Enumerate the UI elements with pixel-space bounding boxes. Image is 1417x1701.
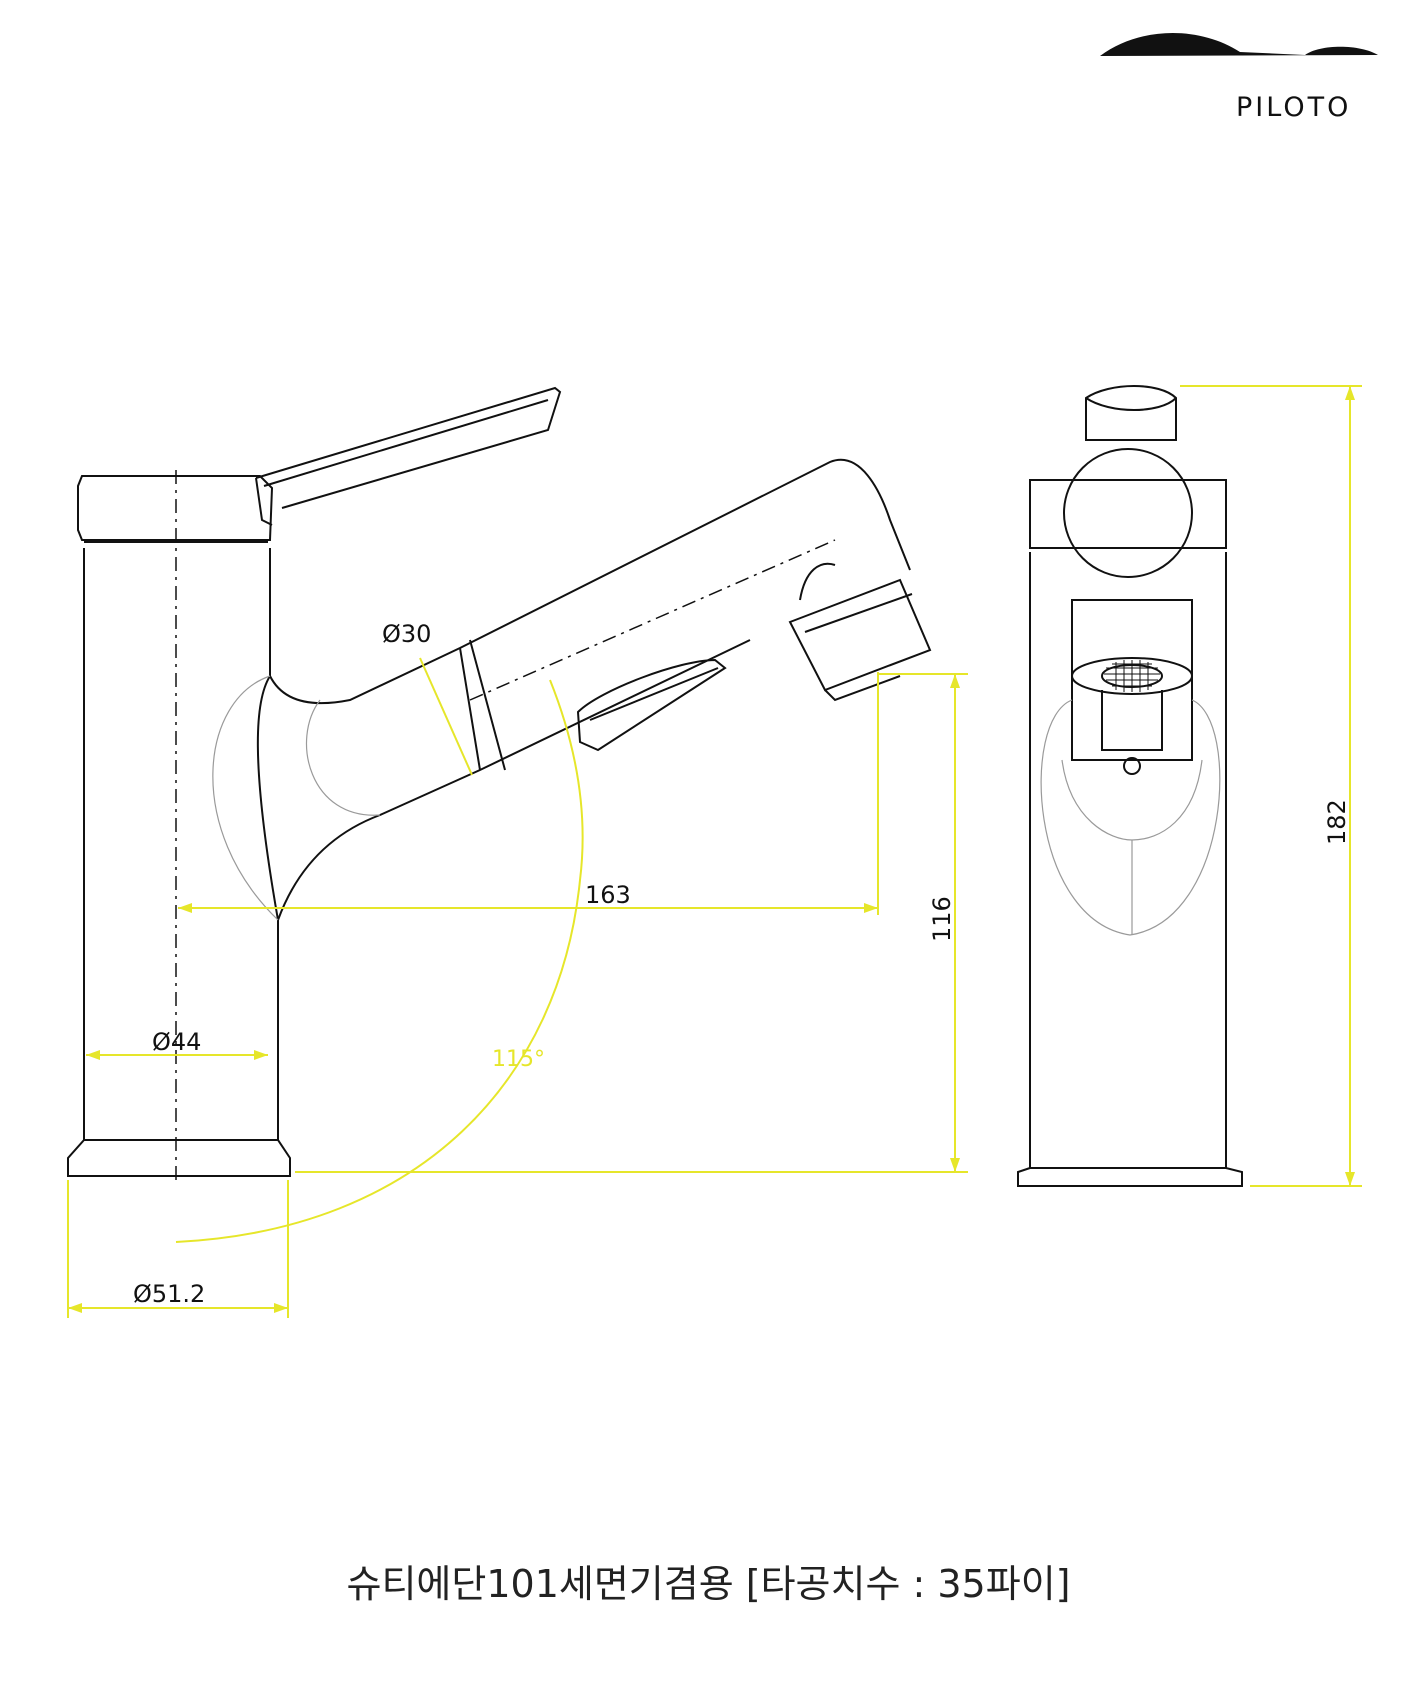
dim-reach: 163 (585, 881, 631, 909)
brand-logo (1100, 32, 1378, 56)
dimension-arrows (68, 386, 1355, 1313)
hidden-lines-side (212, 675, 381, 921)
dim-spout-diameter: Ø30 (382, 620, 431, 648)
dim-total-height: 182 (1323, 799, 1351, 845)
faucet-side-view (67, 386, 932, 1177)
dim-body-diameter: Ø44 (152, 1028, 201, 1056)
dim-angle: 115° (492, 1047, 545, 1072)
dimension-lines (67, 385, 1362, 1318)
faucet-front-view (1017, 385, 1243, 1187)
dim-spout-height: 116 (928, 896, 956, 942)
product-caption: 슈티에단101세면기겸용 [타공치수 : 35파이] (346, 1562, 1071, 1606)
centerlines (175, 470, 836, 1180)
hidden-lines-front (1040, 699, 1221, 936)
dim-base-diameter: Ø51.2 (133, 1280, 205, 1308)
brand-name: PILOTO (1236, 92, 1352, 123)
aerator-mesh (1104, 660, 1160, 692)
